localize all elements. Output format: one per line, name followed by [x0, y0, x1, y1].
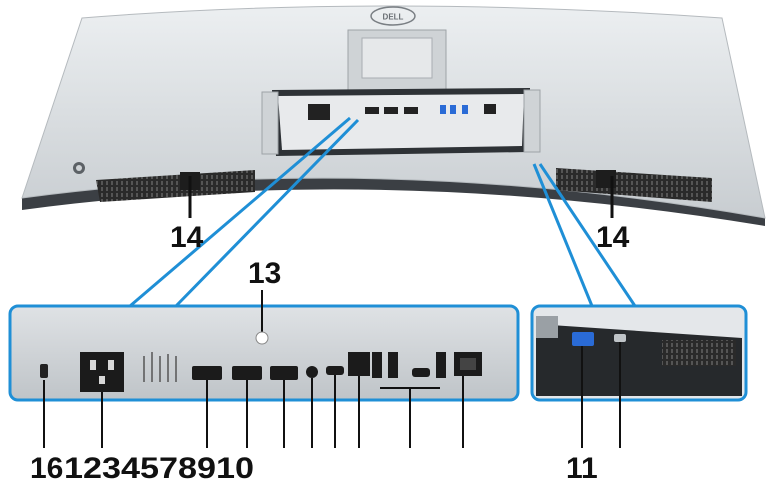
port-leader-lines	[43, 375, 464, 448]
label-port-16: 16	[30, 452, 63, 485]
port-panel-closeup	[8, 290, 520, 402]
label-ports-1-to-10: 1234578910	[64, 452, 254, 485]
audio-jack	[306, 366, 318, 378]
dell-logo-text: DELL	[383, 13, 404, 22]
usb-b-port	[348, 352, 370, 376]
power-socket	[80, 352, 124, 392]
side-usb-a-port	[572, 332, 594, 346]
rear-power-socket	[308, 104, 330, 120]
usb-c-port-2	[412, 368, 430, 377]
callout-lines	[129, 116, 637, 308]
monitor-rear: DELL	[21, 5, 766, 226]
callout-13: 13	[248, 257, 281, 290]
speaker-grille-left	[96, 170, 255, 202]
displayport	[270, 366, 298, 380]
usb-a-port-3	[436, 352, 446, 378]
callout-11: 11	[566, 452, 598, 485]
callout-14-left: 14	[170, 221, 204, 254]
usb-c-port	[326, 366, 344, 375]
hdmi-port-2	[232, 366, 262, 380]
side-vent	[662, 340, 736, 366]
speaker-grille-right	[556, 168, 712, 202]
security-lock-slot	[40, 364, 48, 378]
side-usb-c-port	[614, 334, 626, 342]
sensor-icon	[255, 331, 269, 345]
side-port-closeup	[530, 304, 748, 402]
usb-a-port-1	[372, 352, 382, 378]
callout-14-right: 14	[596, 221, 630, 254]
dell-logo-icon	[370, 6, 416, 26]
hdmi-port-1	[192, 366, 222, 380]
usb-a-port-2	[388, 352, 398, 378]
